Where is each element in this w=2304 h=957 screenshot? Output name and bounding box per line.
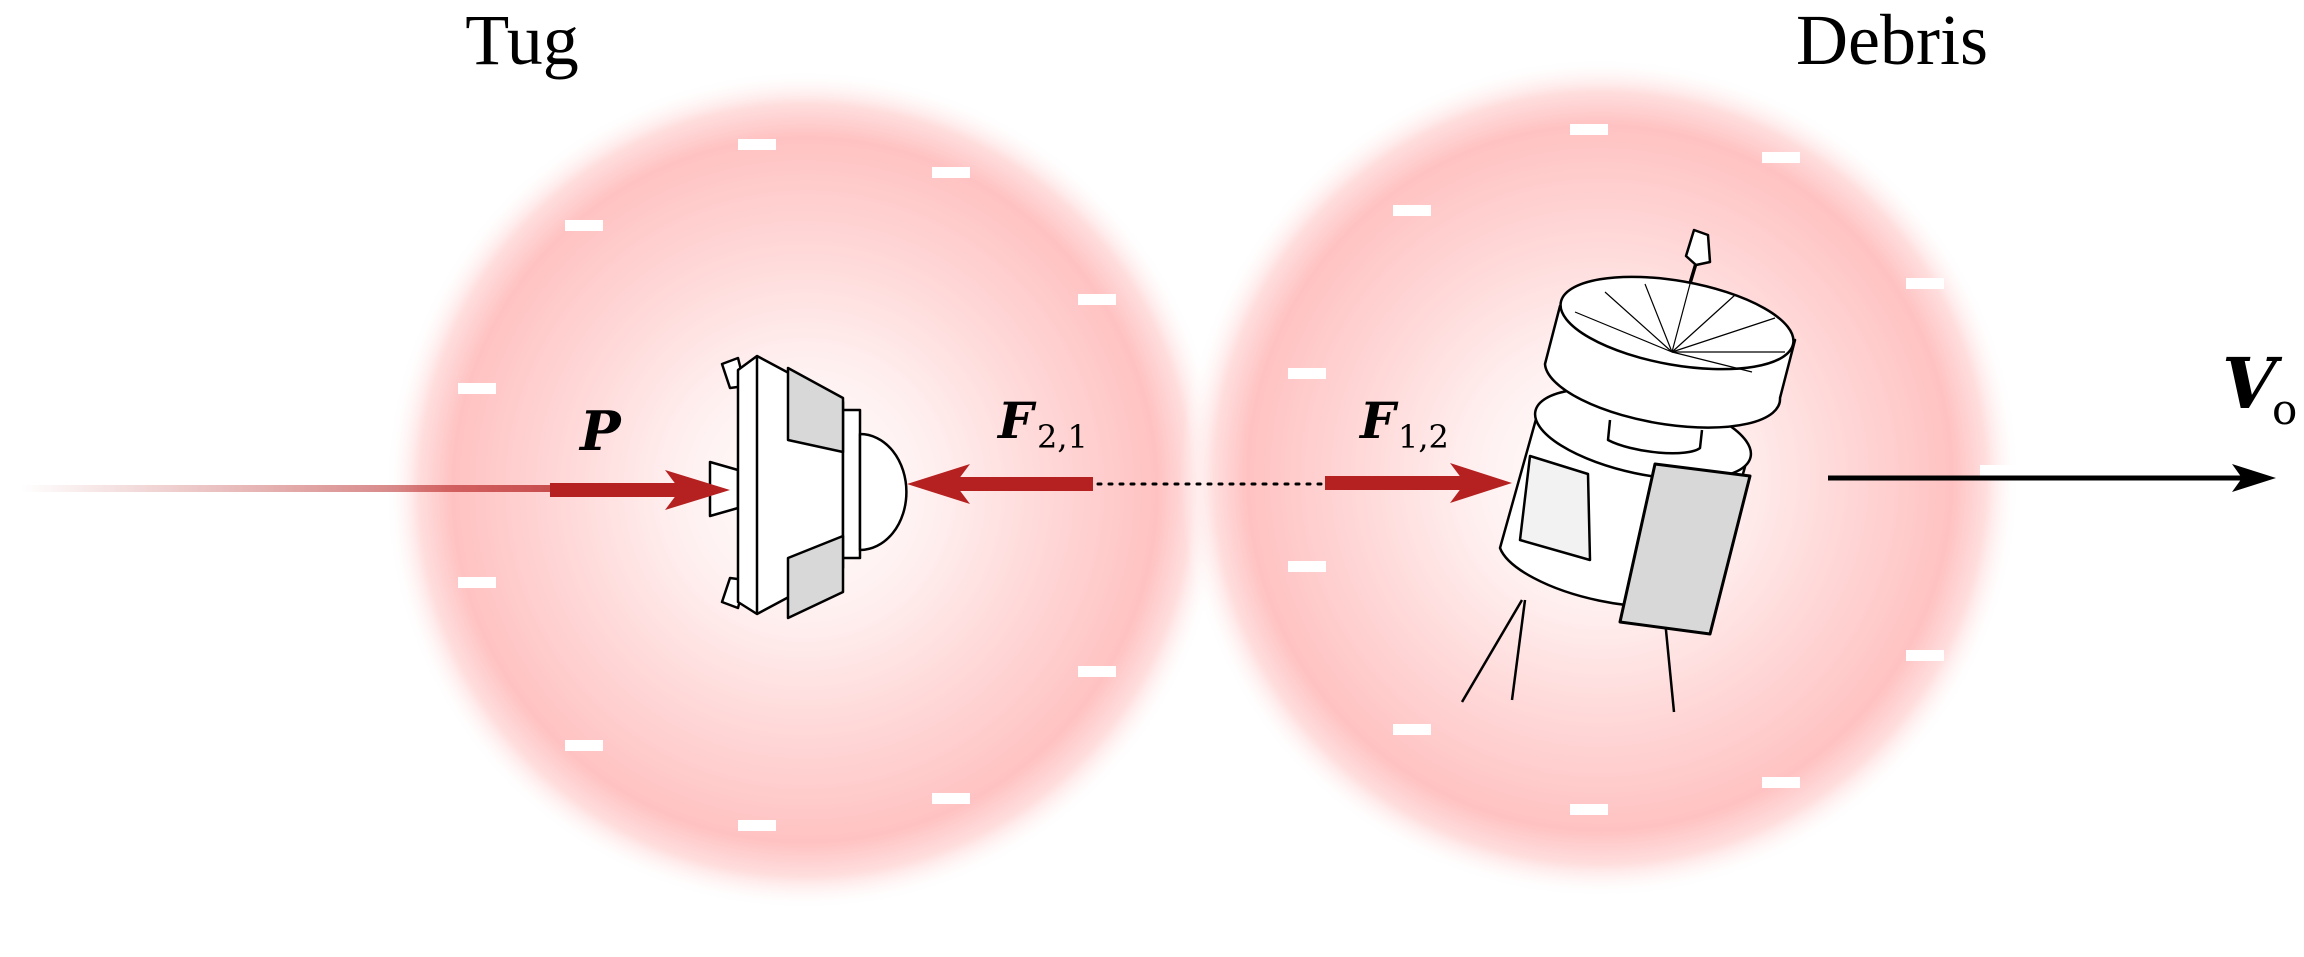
svg-text:2,1: 2,1 xyxy=(1037,418,1088,456)
velocity-arrow xyxy=(1828,464,2276,492)
p-thrust-arrow xyxy=(550,470,730,510)
velocity-label: V o xyxy=(2222,342,2297,434)
svg-text:V: V xyxy=(2222,342,2283,425)
debris-label: Debris xyxy=(1796,0,1988,80)
svg-text:F: F xyxy=(1358,391,1399,450)
f21-force-arrow xyxy=(907,464,1093,504)
p-label: P xyxy=(578,399,622,463)
f21-label: F 2,1 xyxy=(996,391,1088,456)
thrust-plume xyxy=(20,485,550,492)
svg-text:1,2: 1,2 xyxy=(1398,418,1449,456)
svg-text:F: F xyxy=(996,391,1037,450)
f12-force-arrow xyxy=(1325,463,1512,503)
tug-label: Tug xyxy=(465,0,578,80)
tug-charge-marks xyxy=(458,139,1116,831)
debris-charge-marks xyxy=(1288,124,2018,815)
tug-spacecraft-icon xyxy=(708,354,908,620)
f12-label: F 1,2 xyxy=(1358,391,1449,456)
svg-text:o: o xyxy=(2272,385,2297,434)
debris-satellite-icon xyxy=(1460,228,1797,713)
